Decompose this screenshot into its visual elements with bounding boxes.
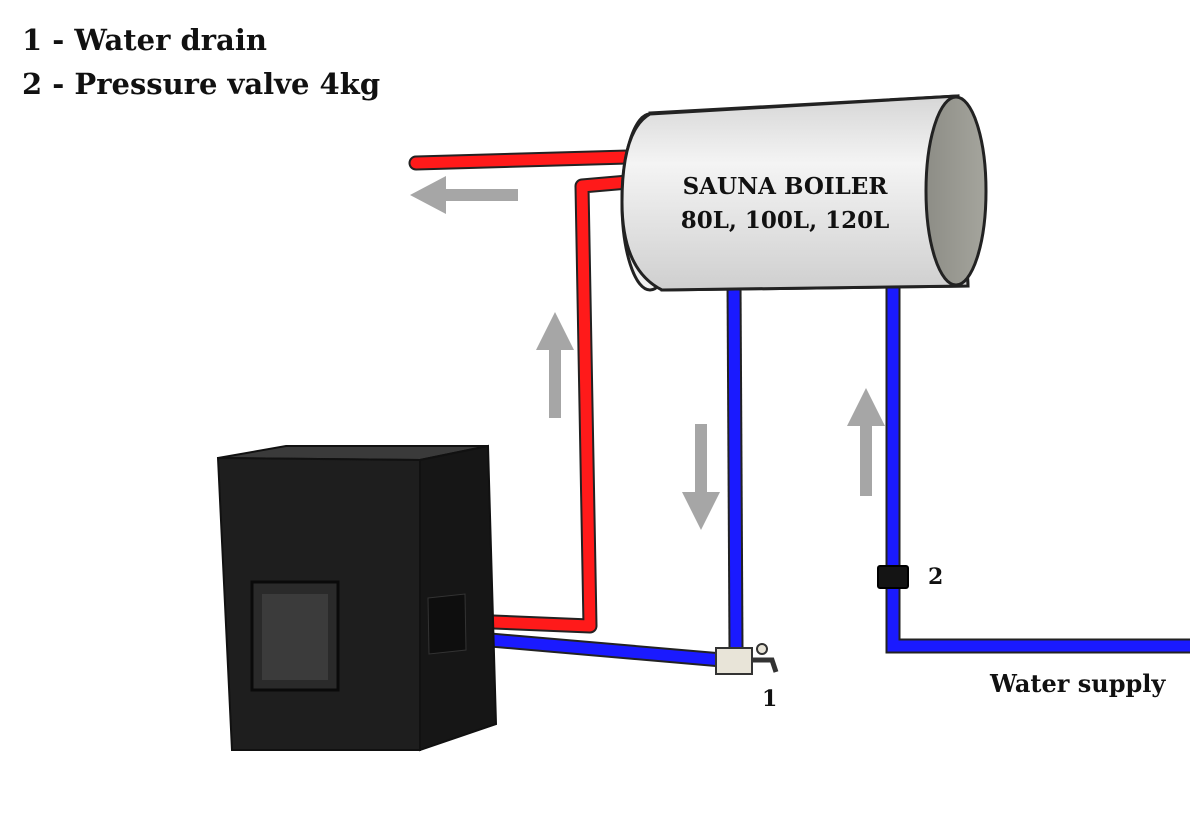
arrow-down-icon	[682, 424, 720, 530]
stove-heat-exchanger-port	[427, 593, 467, 655]
water-drain-valve	[715, 643, 779, 675]
arrow-up-icon	[536, 312, 574, 418]
arrow-left-icon	[410, 176, 518, 214]
boiler-end-cap	[924, 95, 988, 287]
legend-item-pressure-valve: 2 - Pressure valve 4kg	[22, 67, 381, 101]
sauna-stove	[216, 444, 498, 752]
hot-pipes	[408, 149, 636, 634]
flow-arrows	[410, 176, 885, 530]
cold-pipes	[443, 281, 1190, 668]
valve-number-label: 2	[928, 564, 943, 590]
legend-item-water-drain: 1 - Water drain	[22, 23, 267, 57]
pressure-valve	[877, 565, 909, 589]
sauna-boiler: SAUNA BOILER 80L, 100L, 120L	[620, 94, 988, 292]
boiler-title: SAUNA BOILER	[683, 173, 889, 200]
boiler-capacity: 80L, 100L, 120L	[681, 207, 890, 234]
cold-pipe-supply	[885, 282, 1190, 654]
legend: 1 - Water drain 2 - Pressure valve 4kg	[22, 18, 380, 106]
arrow-up-icon	[847, 388, 885, 496]
drain-number-label: 1	[762, 686, 777, 712]
water-supply-label: Water supply	[989, 669, 1166, 698]
